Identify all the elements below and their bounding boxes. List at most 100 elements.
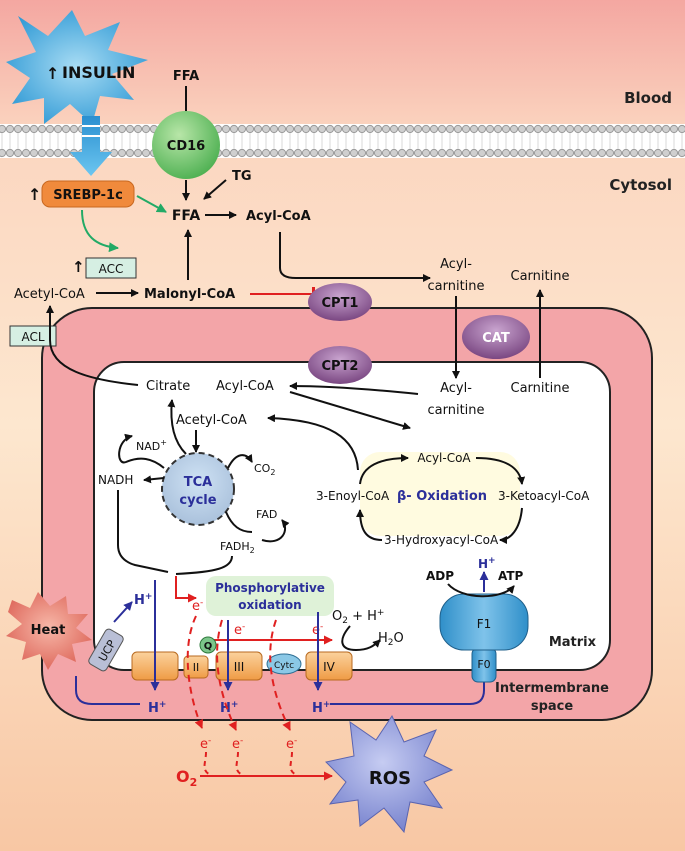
lipid-head [5, 148, 15, 158]
citrate-export-arrow [46, 305, 139, 386]
malonyl-coa-label: Malonyl-CoA [144, 287, 235, 302]
lipid-head [381, 148, 391, 158]
lipid-head [325, 148, 335, 158]
lipid-head [589, 124, 599, 134]
lipid-head [469, 148, 479, 158]
acylcarnitine-to-acylcoa-arrow [289, 382, 419, 395]
acetyl-coa-mito-label: Acetyl-CoA [176, 413, 247, 428]
acylcarnitine-in-label-2: carnitine [427, 403, 484, 418]
lipid-head [269, 124, 279, 134]
tca-label-2: cycle [179, 493, 216, 508]
nadh-arrow [143, 475, 165, 484]
lipid-head [5, 124, 15, 134]
lipid-head [61, 148, 71, 158]
proton-label-ucp: H+ [134, 592, 152, 608]
lipid-head [373, 124, 383, 134]
ucp-proton-arrow [113, 601, 133, 623]
acylcarnitine-in-label-1: Acyl- [440, 381, 472, 396]
fad-label: FAD [256, 508, 277, 521]
lipid-head [445, 148, 455, 158]
tca-label-1: TCA [184, 475, 212, 490]
lipid-head [357, 148, 367, 158]
lipid-head [69, 124, 79, 134]
lipid-head [445, 124, 455, 134]
fadh2-label: FADH2 [220, 540, 255, 555]
lipid-head [117, 148, 127, 158]
complex-ii [183, 655, 209, 679]
lipid-head [501, 148, 511, 158]
lipid-head [549, 124, 559, 134]
lipid-head [405, 124, 415, 134]
lipid-head [677, 124, 685, 134]
lipid-head [493, 148, 503, 158]
lipid-head [389, 148, 399, 158]
betaox-to-acetylcoa-arrow [267, 414, 359, 471]
phos-ox-box [206, 576, 334, 616]
lipid-head [53, 124, 63, 134]
lipid-head [413, 124, 423, 134]
atp-label: ATP [498, 569, 524, 583]
lipid-head [573, 148, 583, 158]
acl-box [9, 325, 57, 347]
heat-starburst [6, 592, 92, 670]
atp-synthase-f1 [439, 593, 529, 651]
h2o-label: H2O [378, 631, 404, 648]
phos-ox-label-2: oxidation [238, 598, 301, 612]
beta-step-1-arrow [475, 457, 526, 485]
coenzyme-q [199, 636, 217, 654]
lipid-head [13, 148, 23, 158]
lipid-head [557, 148, 567, 158]
acylcarnitine-out-label-2: carnitine [427, 279, 484, 294]
srebp-to-acc-arrow [81, 209, 119, 253]
lipid-head [661, 148, 671, 158]
lipid-head [669, 124, 679, 134]
lipid-head [413, 148, 423, 158]
citrate-label: Citrate [146, 379, 190, 394]
lipid-head [21, 124, 31, 134]
lipid-head [29, 148, 39, 158]
cpt2-enzyme [308, 346, 372, 384]
acc-up-arrow: ↑ [72, 258, 85, 276]
lipid-head [629, 124, 639, 134]
srebp-box [41, 180, 135, 208]
lipid-head [405, 148, 415, 158]
lipid-head [45, 148, 55, 158]
cat-label: CAT [482, 331, 510, 346]
ucp-protein: UCP [88, 628, 124, 672]
enoyl-coa-label: 3-Enoyl-CoA [316, 489, 390, 503]
lipid-head [645, 124, 655, 134]
lipid-head [365, 148, 375, 158]
lipid-head [389, 124, 399, 134]
electron-leak-1 [186, 615, 203, 729]
acl-label: ACL [21, 330, 44, 344]
lipid-head [109, 124, 119, 134]
tca-to-citrate-arrow [167, 399, 187, 455]
lipid-head [133, 124, 143, 134]
cpt1-enzyme [308, 283, 372, 321]
electron-entry-arrow [175, 576, 197, 603]
lipid-head [629, 148, 639, 158]
o2-reduction-curve [341, 625, 357, 651]
lipid-head [125, 124, 135, 134]
lipid-head [117, 124, 127, 134]
lipid-head [421, 124, 431, 134]
lipid-head [581, 148, 591, 158]
lipid-head [245, 124, 255, 134]
acylcarnitine-out-label-1: Acyl- [440, 257, 472, 272]
beta-step-4-arrow [359, 454, 409, 485]
lipid-head [293, 148, 303, 158]
nad-cycle-arrow [118, 433, 165, 469]
lipid-head [253, 148, 263, 158]
lipid-head [637, 148, 647, 158]
srebp-to-ffa-arrow [136, 195, 167, 213]
ros-label: ROS [369, 768, 411, 789]
cd16-label: CD16 [167, 139, 205, 154]
lipid-head [621, 124, 631, 134]
fad-reaction-curve [225, 511, 253, 533]
acc-box [85, 257, 137, 279]
lipid-head [525, 148, 535, 158]
electron-label-2: e- [234, 622, 245, 638]
lipid-head [21, 148, 31, 158]
lipid-head [397, 124, 407, 134]
electron-drop-3 [289, 751, 299, 777]
